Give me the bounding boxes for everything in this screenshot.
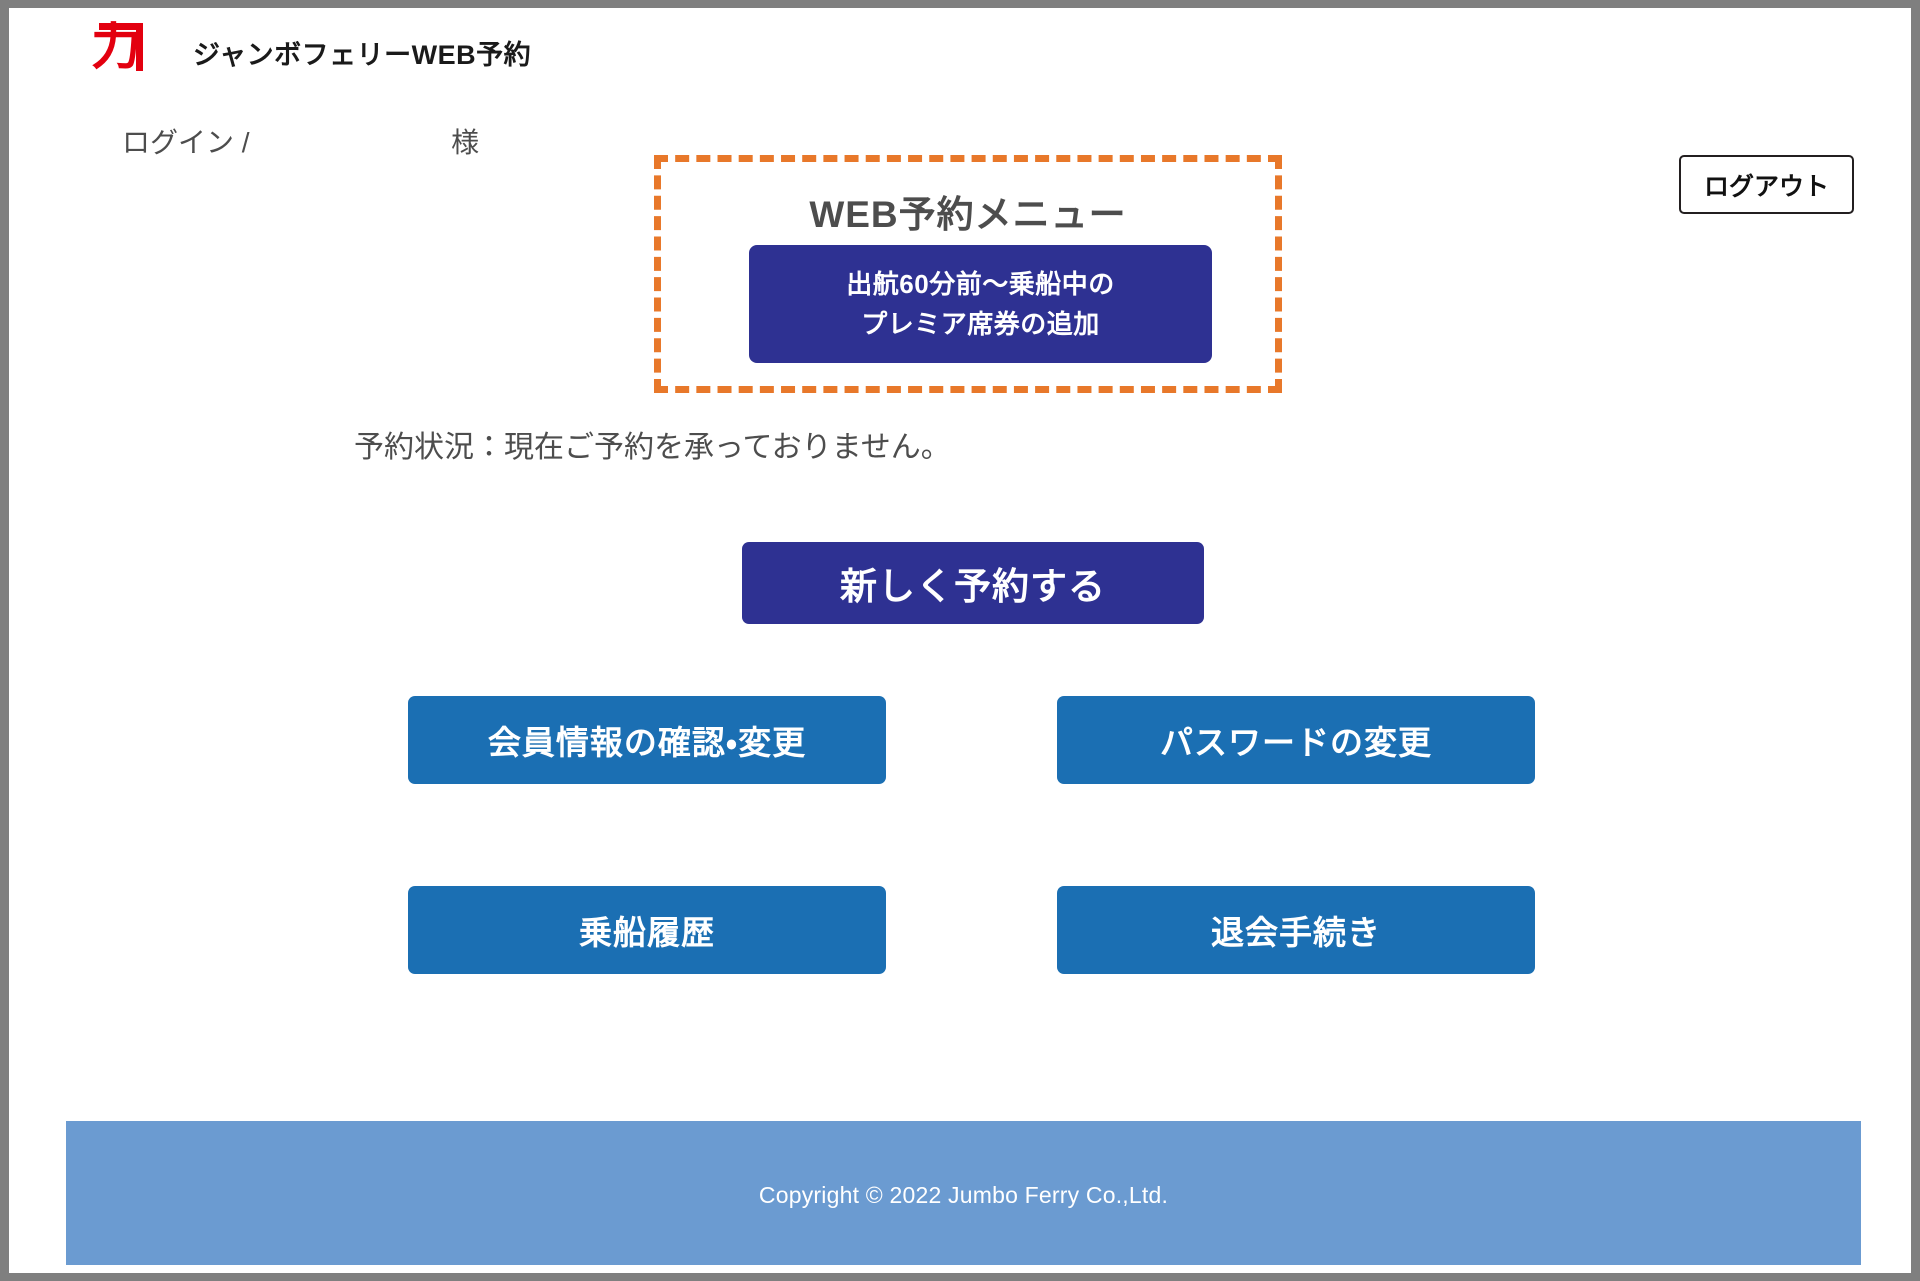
reservation-status-text: 予約状況：現在ご予約を承っておりません。	[354, 431, 951, 464]
add-premium-seat-line2: プレミア席券の追加	[861, 309, 1100, 339]
add-premium-seat-button[interactable]: 出航60分前〜乗船中の プレミア席券の追加	[749, 245, 1212, 363]
page-title: ジャンボフェリーWEB予約	[193, 40, 532, 70]
logo-ka-glyph: 力	[91, 18, 141, 76]
web-menu-heading: WEB予約メニュー	[809, 194, 1127, 235]
new-reservation-button[interactable]: 新しく予約する	[742, 542, 1204, 624]
footer-copyright: Copyright © 2022 Jumbo Ferry Co.,Ltd.	[758, 1182, 1169, 1208]
logout-button[interactable]: ログアウト	[1679, 155, 1854, 214]
page-root: 力 ジャンボフェリーWEB予約 ログイン / 様 ログアウト WEB予約メニュー…	[9, 8, 1911, 1273]
add-premium-seat-line1: 出航60分前〜乗船中の	[846, 269, 1115, 299]
login-label: ログイン /	[122, 127, 250, 158]
boarding-history-button[interactable]: 乗船履歴	[408, 886, 886, 974]
site-header: 力 ジャンボフェリーWEB予約	[9, 8, 1911, 88]
user-honorific: 様	[451, 127, 480, 158]
change-password-button[interactable]: パスワードの変更	[1057, 696, 1535, 784]
web-reservation-menu-panel: WEB予約メニュー 出航60分前〜乗船中の プレミア席券の追加	[654, 155, 1282, 393]
login-status-line: ログイン / 様	[122, 121, 479, 161]
site-footer: Copyright © 2022 Jumbo Ferry Co.,Ltd.	[66, 1121, 1861, 1265]
jumbo-ferry-logo-icon: 力	[87, 21, 145, 73]
member-info-button[interactable]: 会員情報の確認・変更	[408, 696, 886, 784]
withdrawal-button[interactable]: 退会手続き	[1057, 886, 1535, 974]
logo-frame-icon	[99, 23, 143, 71]
